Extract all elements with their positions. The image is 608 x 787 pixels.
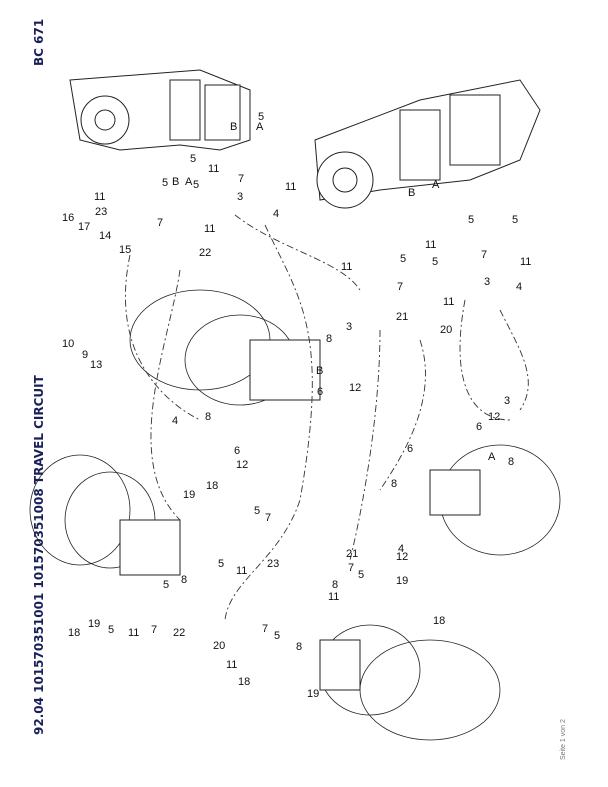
- callout-22: 22: [199, 247, 211, 259]
- callout-6: 6: [476, 421, 482, 433]
- callout-5: 5: [218, 558, 224, 570]
- callout-4: 4: [172, 415, 178, 427]
- port-marker-a: A: [432, 179, 440, 191]
- callout-11: 11: [285, 181, 296, 193]
- callout-6: 6: [317, 386, 323, 398]
- callout-6: 6: [234, 445, 240, 457]
- port-marker-a: A: [488, 451, 496, 463]
- callout-5: 5: [162, 177, 168, 189]
- callout-18: 18: [68, 627, 80, 639]
- callout-5: 5: [193, 179, 199, 191]
- callout-23: 23: [267, 558, 279, 570]
- callout-14: 14: [99, 230, 111, 242]
- callout-4: 4: [398, 543, 404, 555]
- callout-21: 21: [396, 311, 408, 323]
- callout-19: 19: [307, 688, 319, 700]
- hydraulic-pump-right: [314, 79, 541, 209]
- callout-3: 3: [484, 276, 490, 288]
- callout-16: 16: [62, 212, 74, 224]
- callout-12: 12: [396, 551, 408, 563]
- callout-11: 11: [94, 191, 105, 203]
- callout-labels: 5 5 11 7 11 3 4 11 5 5 23 7 11 22 16 17 14 15 10 913 5 5 5 5 11 7…: [62, 111, 531, 700]
- callout-5: 5: [358, 569, 364, 581]
- callout-7: 7: [238, 173, 244, 185]
- callout-10: 10: [62, 338, 74, 350]
- port-marker-b: B: [230, 121, 237, 133]
- callout-4: 4: [516, 281, 522, 293]
- callout-5: 5: [190, 153, 196, 165]
- callout-7: 7: [265, 512, 271, 524]
- callout-12: 12: [488, 411, 500, 423]
- callout-11: 11: [204, 223, 215, 235]
- travel-motor-left: [29, 454, 181, 576]
- callout-18: 18: [433, 615, 445, 627]
- callout-8: 8: [181, 574, 187, 586]
- callout-19: 19: [183, 489, 195, 501]
- callout-7: 7: [397, 281, 403, 293]
- callout-5: 5: [512, 214, 518, 226]
- port-marker-b: B: [172, 176, 179, 188]
- callout-7: 7: [157, 217, 163, 229]
- callout-7: 7: [151, 624, 157, 636]
- callout-11: 11: [236, 565, 247, 577]
- callout-17: 17: [78, 221, 90, 233]
- callout-18: 18: [206, 480, 218, 492]
- callout-11: 11: [425, 239, 436, 251]
- callout-19: 19: [88, 618, 100, 630]
- callout-8: 8: [326, 333, 332, 345]
- callout-11: 11: [128, 627, 139, 639]
- callout-9: 9: [82, 349, 88, 361]
- callout-7: 7: [262, 623, 268, 635]
- callout-12: 12: [349, 382, 361, 394]
- callout-22: 22: [173, 627, 185, 639]
- callout-8: 8: [391, 478, 397, 490]
- port-marker-b: B: [408, 187, 415, 199]
- callout-7: 7: [481, 249, 487, 261]
- callout-8: 8: [296, 641, 302, 653]
- callout-3: 3: [504, 395, 510, 407]
- callout-15: 15: [119, 244, 131, 256]
- callout-11: 11: [208, 163, 219, 175]
- callout-11: 11: [520, 256, 531, 268]
- callout-20: 20: [213, 640, 225, 652]
- callout-4: 4: [273, 208, 279, 220]
- port-marker-b: B: [316, 365, 323, 377]
- port-marker-a: A: [185, 176, 193, 188]
- callout-13: 13: [90, 359, 102, 371]
- callout-11: 11: [226, 659, 237, 671]
- callout-5: 5: [432, 256, 438, 268]
- callout-12: 12: [236, 459, 248, 471]
- callout-5: 5: [108, 624, 114, 636]
- callout-5: 5: [468, 214, 474, 226]
- callout-7: 7: [348, 562, 354, 574]
- travel-motor-center: [129, 289, 321, 406]
- hose-lines: [125, 214, 529, 621]
- callout-8: 8: [508, 456, 514, 468]
- callout-3: 3: [346, 321, 352, 333]
- callout-3: 3: [237, 191, 243, 203]
- callout-5: 5: [274, 630, 280, 642]
- callout-5: 5: [258, 111, 264, 123]
- callout-6: 6: [407, 443, 413, 455]
- hydraulic-pump-left: [69, 69, 251, 151]
- callout-23: 23: [95, 206, 107, 218]
- callout-5: 5: [254, 505, 260, 517]
- callout-20: 20: [440, 324, 452, 336]
- callout-18: 18: [238, 676, 250, 688]
- callout-8: 8: [205, 411, 211, 423]
- callout-11: 11: [443, 296, 454, 308]
- port-marker-a: A: [256, 121, 264, 133]
- travel-motor-right-lower: [319, 624, 501, 741]
- callout-11: 11: [341, 261, 352, 273]
- travel-motor-right-upper: [429, 444, 561, 556]
- callout-21: 21: [346, 548, 358, 560]
- callout-5: 5: [400, 253, 406, 265]
- callout-19: 19: [396, 575, 408, 587]
- callout-8: 8: [332, 579, 338, 591]
- callout-5: 5: [163, 579, 169, 591]
- callout-11: 11: [328, 591, 339, 603]
